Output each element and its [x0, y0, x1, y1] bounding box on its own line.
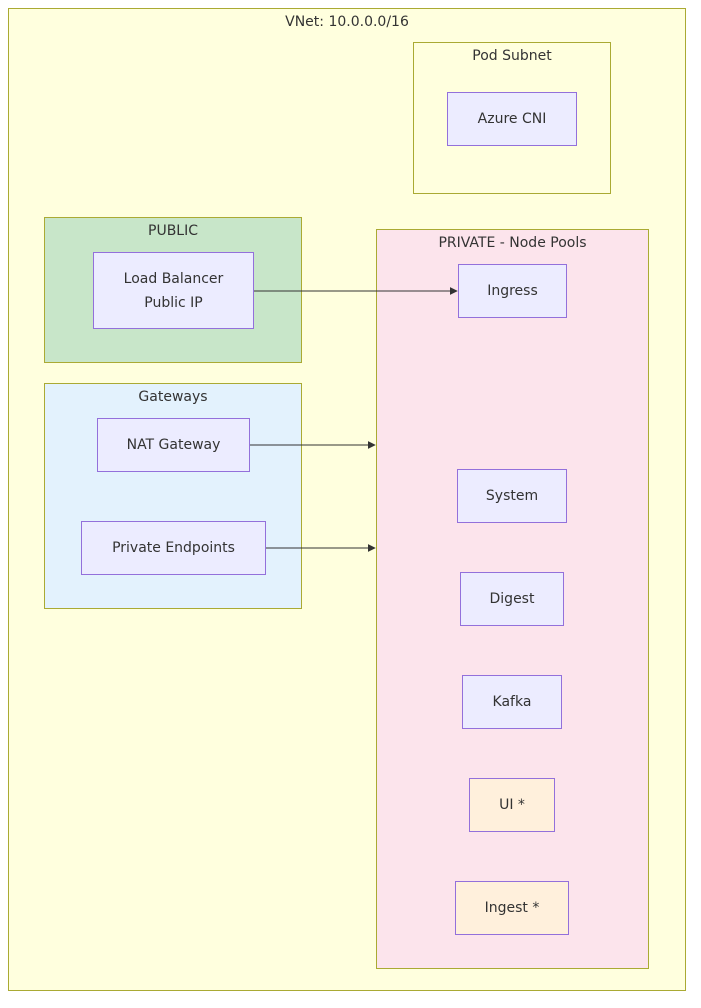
- ingest-label: Ingest *: [484, 900, 540, 916]
- digest-node: Digest: [460, 572, 564, 626]
- kafka-label: Kafka: [492, 694, 532, 710]
- private-endpoints-label: Private Endpoints: [112, 540, 235, 556]
- public-title: PUBLIC: [148, 223, 198, 239]
- system-node: System: [457, 469, 567, 523]
- load-balancer-node: Load Balancer Public IP: [93, 252, 254, 329]
- ui-node: UI *: [469, 778, 555, 832]
- private-title: PRIVATE - Node Pools: [438, 235, 587, 251]
- nat-gateway-label: NAT Gateway: [126, 437, 221, 453]
- vnet-title: VNet: 10.0.0.0/16: [285, 14, 409, 30]
- gateways-subgraph: Gateways: [44, 383, 302, 609]
- ingress-node: Ingress: [458, 264, 567, 318]
- nat-gateway-node: NAT Gateway: [97, 418, 250, 472]
- pod-subnet-title: Pod Subnet: [472, 48, 552, 64]
- ui-label: UI *: [499, 797, 525, 813]
- private-endpoints-node: Private Endpoints: [81, 521, 266, 575]
- azure-cni-node: Azure CNI: [447, 92, 577, 146]
- load-balancer-label: Load Balancer Public IP: [123, 270, 224, 311]
- gateways-title: Gateways: [138, 389, 208, 405]
- pod-subnet-subgraph: Pod Subnet: [413, 42, 611, 194]
- ingest-node: Ingest *: [455, 881, 569, 935]
- azure-cni-label: Azure CNI: [477, 111, 547, 127]
- ingress-label: Ingress: [487, 283, 538, 299]
- kafka-node: Kafka: [462, 675, 562, 729]
- system-label: System: [485, 488, 539, 504]
- digest-label: Digest: [489, 591, 535, 607]
